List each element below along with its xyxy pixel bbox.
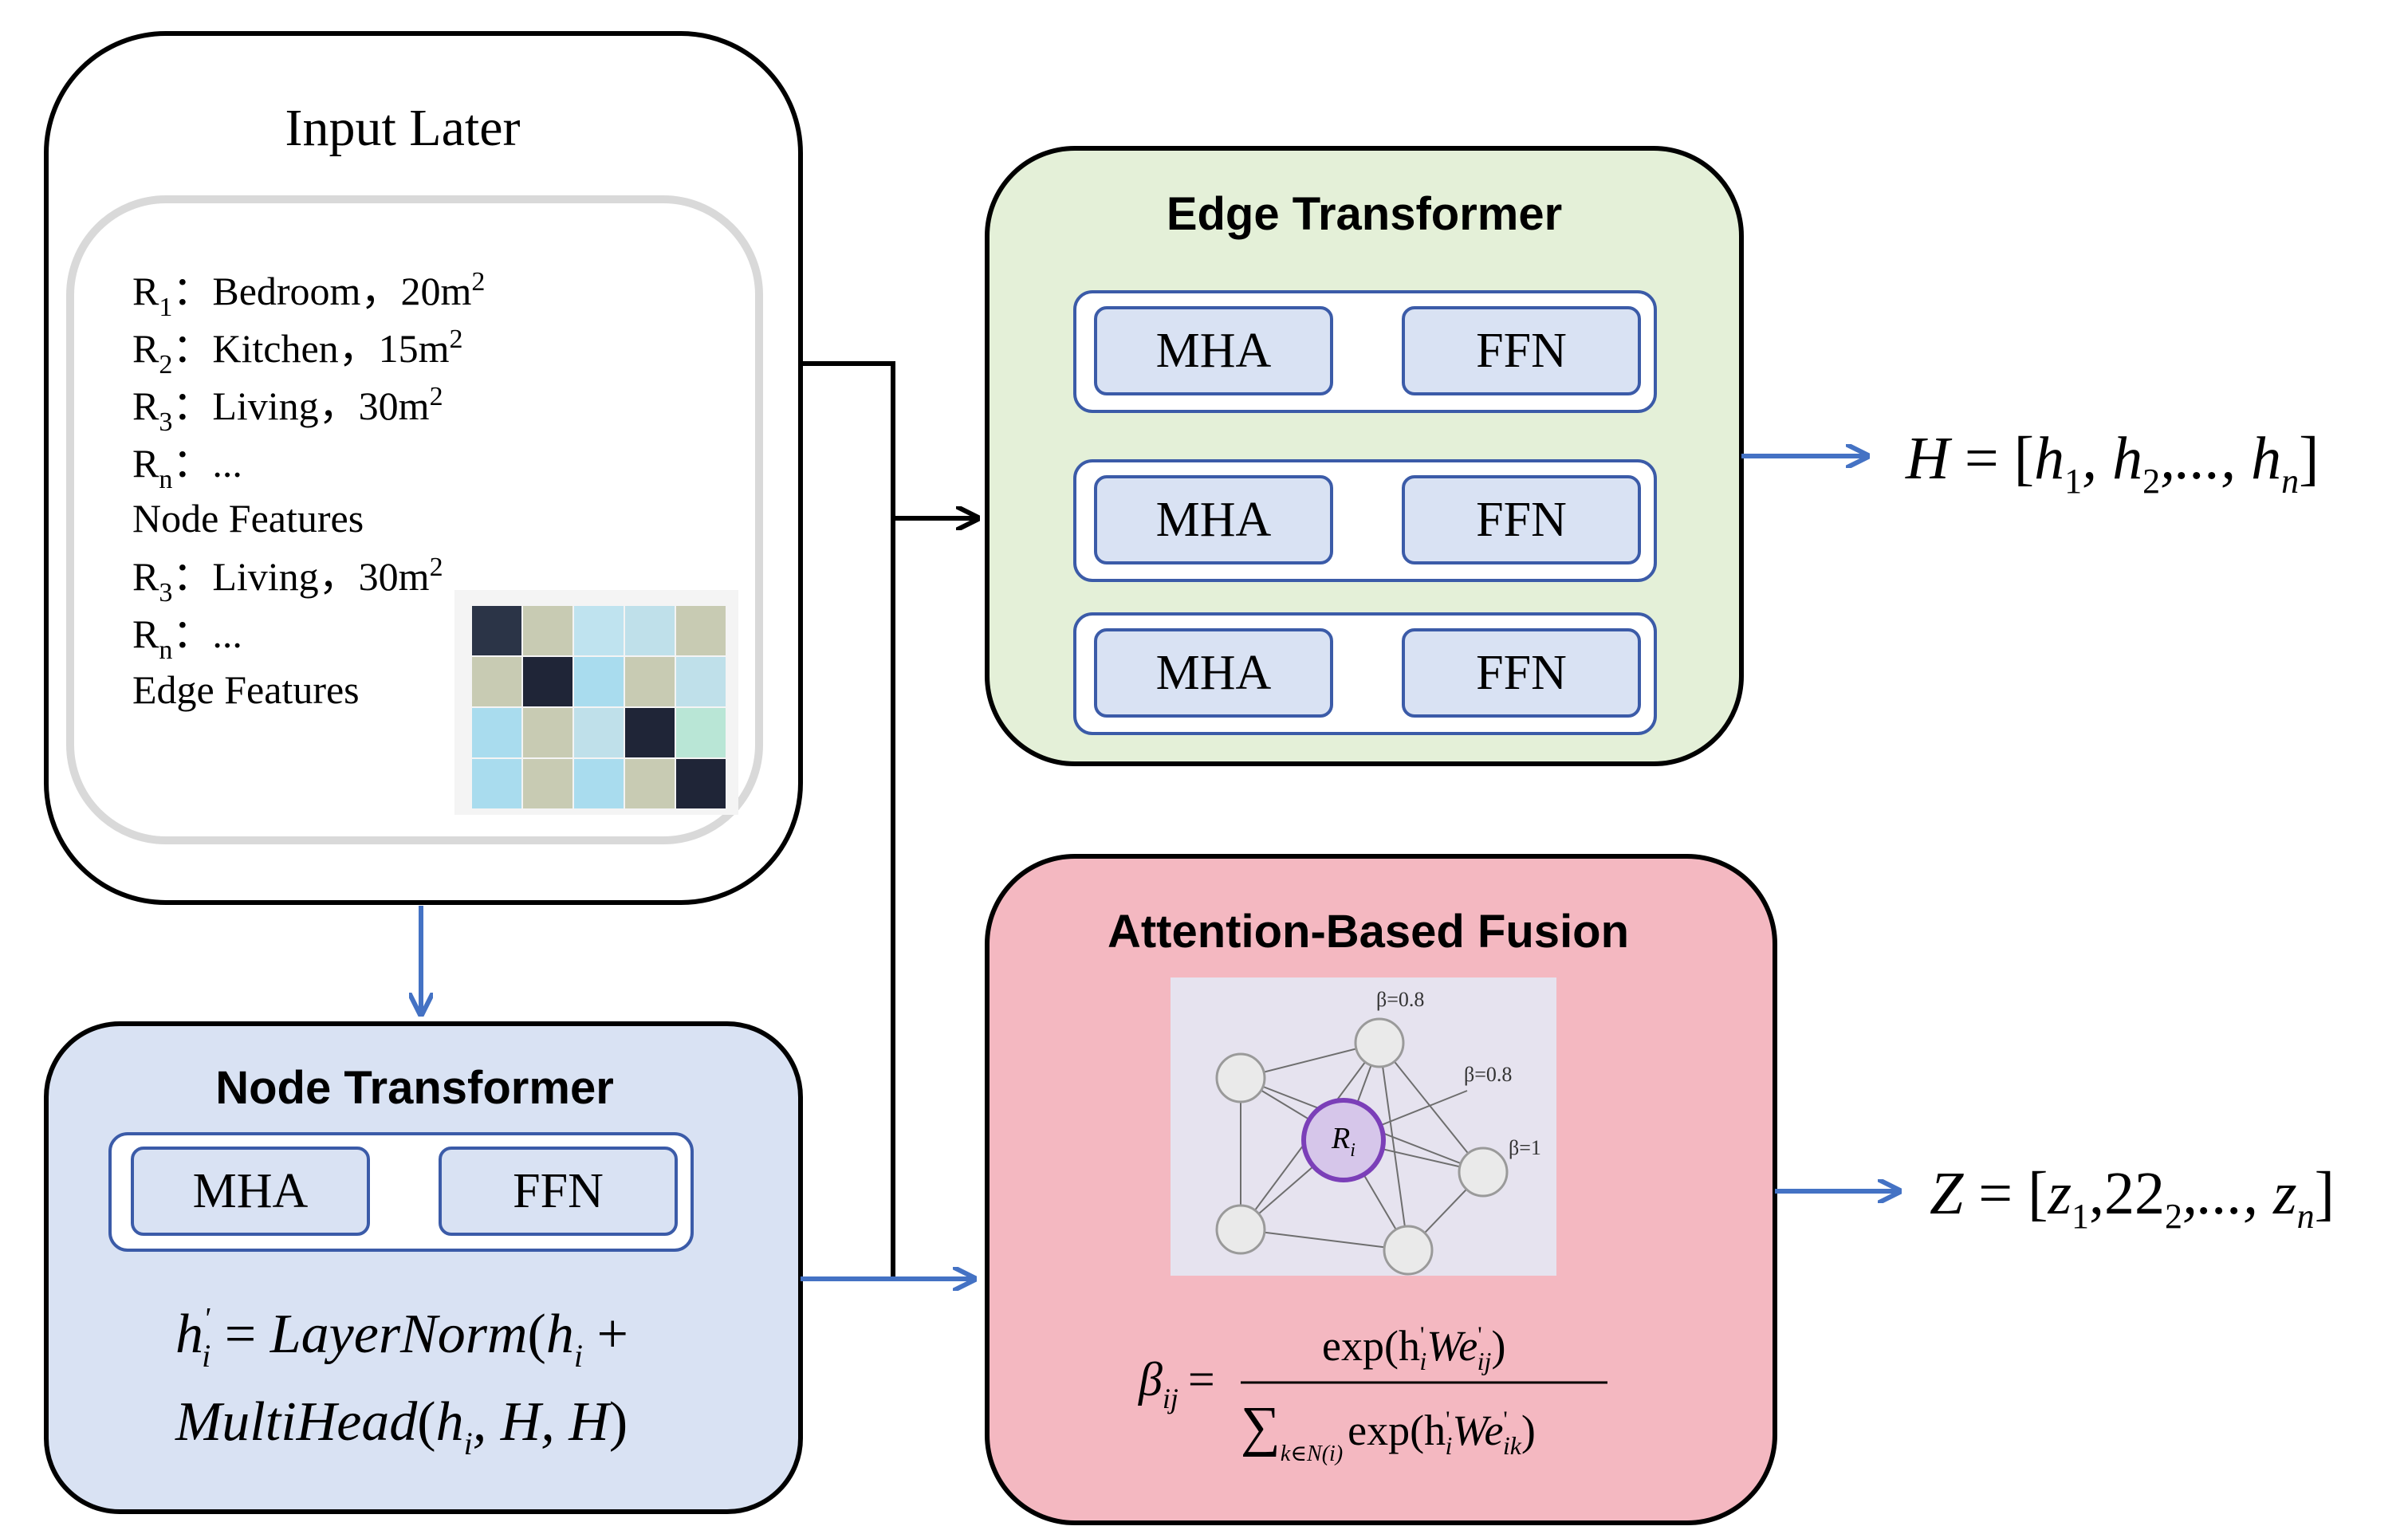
matrix-cell	[625, 759, 675, 808]
graph-node	[1215, 1052, 1266, 1103]
matrix-cell	[574, 606, 624, 655]
edge-transformer-panel: Edge Transformer MHA FFN MHA FFN MHA FFN	[985, 146, 1744, 766]
matrix-cell	[574, 759, 624, 808]
beta-label-2: β=0.8	[1464, 1063, 1512, 1086]
node-row-n: Rn：...	[132, 441, 242, 494]
ffn-block	[1402, 475, 1641, 564]
formula-numerator: exp(h'iWe'ij)	[1322, 1322, 1505, 1375]
mha-label: MHA	[1156, 493, 1272, 547]
beta-label-1: β=0.8	[1376, 988, 1424, 1011]
center-node-label: Ri	[1331, 1122, 1355, 1161]
edge-layer-1: MHA FFN	[1073, 290, 1657, 413]
matrix-cell	[523, 759, 572, 808]
edge-layer-2: MHA FFN	[1073, 459, 1657, 582]
matrix-cell	[574, 657, 624, 706]
mha-label: MHA	[1156, 324, 1272, 378]
ffn-label: FFN	[1476, 324, 1567, 378]
input-layer-title: Input Later	[285, 99, 520, 157]
graph-node	[1215, 1204, 1266, 1255]
edge-row-3: R3：Living，30m2	[132, 553, 443, 608]
edge-transformer-title: Edge Transformer	[1167, 188, 1562, 240]
output-z-equation: Z = [z1,222,..., zn]	[1930, 1160, 2335, 1236]
node-row-2: R2：Kitchen，15m2	[132, 325, 463, 380]
node-row-1: R1：Bedroom，20m2	[132, 267, 485, 322]
matrix-cell	[523, 606, 572, 655]
matrix-cell	[676, 708, 726, 757]
node-formula-line-2: MultiHead(hi, H, H)	[175, 1391, 628, 1461]
graph-node	[1383, 1225, 1434, 1276]
fusion-title: Attention-Based Fusion	[1108, 906, 1629, 958]
node-feature-rows: R1：Bedroom，20m2 R2：Kitchen，15m2 R3：Livin…	[132, 267, 485, 712]
ffn-label: FFN	[1476, 493, 1567, 547]
beta-lhs: βij=	[1138, 1353, 1215, 1414]
matrix-cell	[625, 708, 675, 757]
matrix-cell	[625, 606, 675, 655]
matrix-cell	[676, 606, 726, 655]
center-node-ri	[1301, 1098, 1386, 1182]
ffn-label: FFN	[513, 1164, 604, 1218]
mha-label: MHA	[1156, 646, 1272, 700]
matrix-cell	[523, 708, 572, 757]
edge-row-n: Rn：...	[132, 612, 242, 665]
mha-block	[131, 1147, 370, 1236]
input-layer-panel: Input Later R1：Bedroom，20m2 R2：Kitchen，1…	[44, 31, 803, 905]
connectors	[421, 361, 1899, 1279]
node-transformer-panel: Node Transformer MHA FFN h'i = LayerNorm…	[44, 1021, 803, 1514]
ffn-block	[1402, 306, 1641, 395]
fusion-formula: βij= exp(h'iWe'ij) ∑k∈N(i)exp(h'iWe'ik)	[1138, 1322, 1607, 1466]
ffn-label: FFN	[1476, 646, 1567, 700]
node-features-label: Node Features	[132, 496, 364, 541]
mha-label: MHA	[193, 1164, 309, 1218]
edge-features-label: Edge Features	[132, 667, 360, 712]
matrix-cell	[676, 657, 726, 706]
attention-graph-image: Ri β=0.8 β=0.8 β=1	[1171, 977, 1556, 1276]
edge-layer-3: MHA FFN	[1073, 612, 1657, 735]
matrix-cell	[523, 657, 572, 706]
matrix-cell	[574, 708, 624, 757]
adjacency-matrix-image	[454, 590, 738, 815]
mha-block	[1094, 306, 1333, 395]
ffn-block	[1402, 628, 1641, 718]
matrix-cell	[472, 708, 521, 757]
graph-node	[1458, 1147, 1509, 1198]
mha-block	[1094, 475, 1333, 564]
fusion-panel: Attention-Based Fusion	[985, 854, 1777, 1525]
matrix-cell	[676, 759, 726, 808]
matrix-cell	[625, 657, 675, 706]
matrix-cell	[472, 759, 521, 808]
graph-node	[1354, 1017, 1405, 1068]
node-transformer-title: Node Transformer	[215, 1062, 614, 1114]
beta-label-3: β=1	[1509, 1136, 1541, 1159]
mha-block	[1094, 628, 1333, 718]
input-to-fusion-line	[801, 361, 895, 1279]
matrix-cell	[472, 606, 521, 655]
formula-denominator: ∑k∈N(i)exp(h'iWe'ik)	[1241, 1396, 1536, 1466]
ffn-block	[439, 1147, 678, 1236]
output-h-equation: H = [h1, h2,..., hn]	[1905, 425, 2319, 501]
matrix-cell	[472, 657, 521, 706]
node-formula-line-1: h'i = LayerNorm(hi +	[175, 1302, 628, 1374]
node-row-3: R3：Living，30m2	[132, 382, 443, 437]
